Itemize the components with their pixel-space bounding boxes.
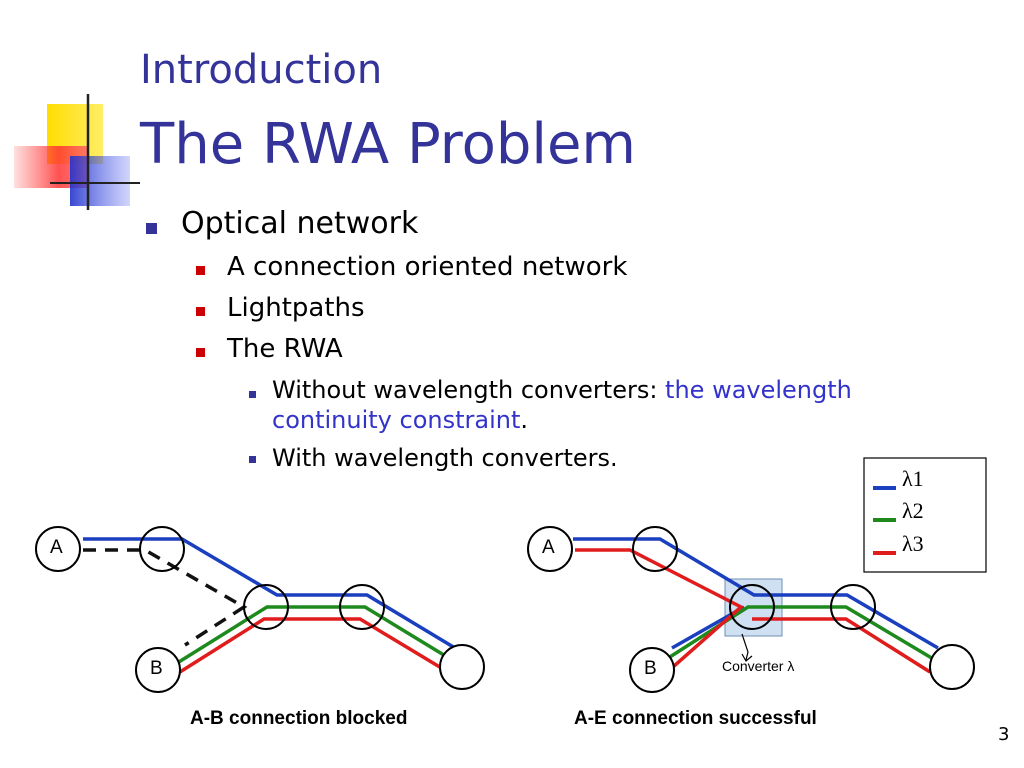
- caption-right: A-E connection successful: [574, 708, 817, 729]
- left-node-3: [243, 584, 289, 630]
- left-lightpath-lambda1: [83, 537, 456, 650]
- right-lightpath-lambda3: [575, 548, 745, 676]
- right-node-a: [527, 526, 573, 572]
- bullet-connection-oriented: A connection oriented network: [227, 252, 628, 282]
- left-lightpath-lambda3: [171, 617, 449, 679]
- highlight-continuity-constraint: continuity constraint: [272, 406, 521, 434]
- bullet-marker-l3-1: [249, 391, 256, 398]
- bullet-marker-l2-2: [196, 307, 205, 316]
- left-lightpath-lambda2: [173, 605, 453, 667]
- left-node-b: [135, 647, 181, 693]
- legend-label-lambda2: λ2: [902, 498, 924, 523]
- left-node-b-label: B: [150, 658, 163, 679]
- slide-title: The RWA Problem: [140, 112, 636, 177]
- bullet-marker-l2-3: [196, 348, 205, 357]
- bullet-lightpaths: Lightpaths: [227, 293, 365, 323]
- legend: [863, 457, 987, 573]
- right-node-e: [929, 644, 975, 690]
- corner-decoration: [14, 94, 140, 210]
- left-node-a-label: A: [50, 537, 63, 558]
- bullet-without-converters: Without wavelength converters: the wavel…: [272, 375, 952, 435]
- bullet-optical-network: Optical network: [181, 206, 419, 241]
- diagram-left: [35, 526, 485, 693]
- diagram-right: [527, 526, 975, 693]
- right-node-b: [629, 647, 675, 693]
- left-node-4: [339, 584, 385, 630]
- slide-subtitle: Introduction: [140, 47, 383, 93]
- right-node-2: [632, 526, 678, 572]
- right-node-4: [830, 584, 876, 630]
- bullet-with-converters: With wavelength converters.: [272, 444, 618, 472]
- right-node-a-label: A: [542, 537, 555, 558]
- without-converters-text: Without wavelength converters:: [272, 376, 666, 404]
- left-blocked-path: [83, 548, 248, 647]
- bullet-marker-l2-1: [196, 266, 205, 275]
- bullet-the-rwa: The RWA: [227, 334, 343, 364]
- right-node-b-label: B: [644, 658, 657, 679]
- bullet-marker-l1: [146, 223, 157, 234]
- converter-pointer: [741, 633, 749, 661]
- caption-left: A-B connection blocked: [190, 708, 408, 729]
- right-node-3: [729, 584, 775, 630]
- highlight-wavelength: the wavelength: [665, 376, 852, 404]
- right-lightpath-lambda1: [573, 537, 939, 650]
- period: .: [520, 406, 529, 434]
- page-number: 3: [998, 724, 1010, 745]
- converter-label: Converter λ: [722, 658, 795, 674]
- bullet-marker-l3-2: [249, 456, 256, 463]
- right-lightpath-lambda3-b: [752, 617, 931, 674]
- left-node-a: [35, 526, 81, 572]
- legend-label-lambda1: λ1: [902, 466, 924, 491]
- left-node-2: [139, 526, 185, 572]
- legend-label-lambda3: λ3: [902, 531, 924, 556]
- left-node-e: [439, 644, 485, 690]
- right-lightpath-lambda2: [661, 605, 936, 664]
